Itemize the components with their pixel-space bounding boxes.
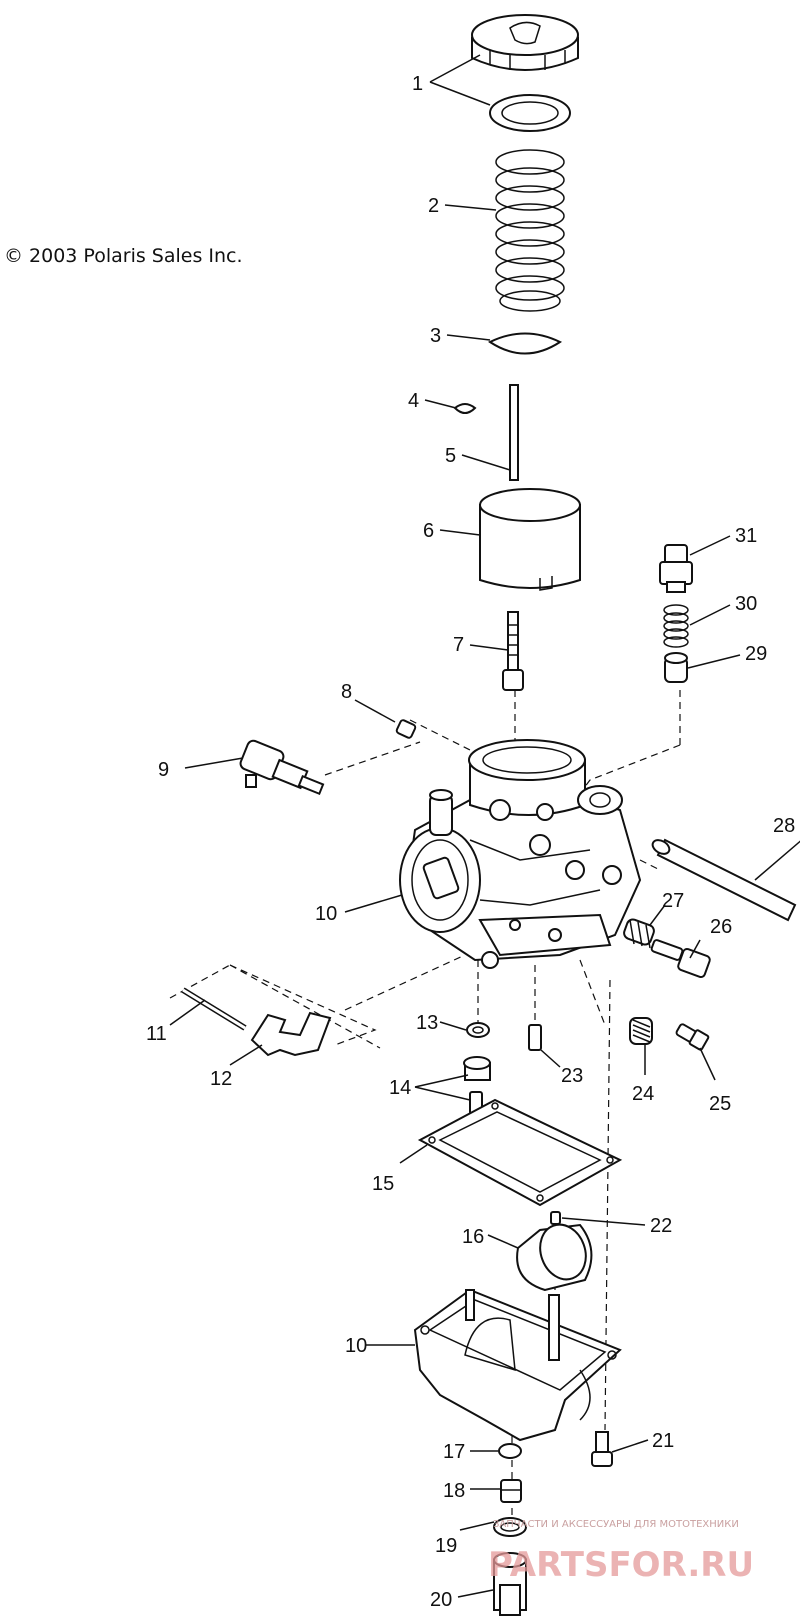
callout-22: 22 — [650, 1215, 672, 1237]
part-screw-21 — [591, 1431, 613, 1467]
callout-20: 20 — [430, 1589, 452, 1611]
callout-16: 16 — [462, 1226, 484, 1248]
part-retainer-plate — [487, 332, 563, 355]
part-clip — [453, 403, 477, 414]
part-float — [516, 1223, 593, 1292]
callout-15: 15 — [372, 1173, 394, 1195]
callout-24: 24 — [632, 1083, 654, 1105]
part-gasket — [417, 1098, 623, 1207]
callout-1: 1 — [412, 73, 423, 95]
watermark-brand: PARTSFOR.RU — [488, 1545, 754, 1585]
callout-10-bowl: 10 — [345, 1335, 367, 1357]
callout-5: 5 — [445, 445, 456, 467]
part-spring — [495, 149, 565, 312]
callout-14: 14 — [389, 1077, 411, 1099]
part-washer-13 — [466, 1022, 490, 1038]
callout-4: 4 — [408, 390, 419, 412]
part-choke-plunger — [239, 739, 325, 796]
part-carburetor-body — [399, 739, 642, 969]
part-pilot-jet-23 — [528, 1024, 542, 1051]
callout-12: 12 — [210, 1068, 232, 1090]
callout-31: 31 — [735, 525, 757, 547]
callout-11: 11 — [146, 1023, 167, 1045]
callout-25: 25 — [709, 1093, 731, 1115]
part-cap-29 — [664, 652, 688, 683]
part-drain-plug-18 — [500, 1479, 522, 1503]
callout-29: 29 — [745, 643, 767, 665]
copyright-text: © 2003 Polaris Sales Inc. — [4, 245, 243, 267]
part-throttle-slide — [479, 488, 581, 591]
part-spring-24 — [629, 1017, 653, 1045]
part-needle-valve-22 — [550, 1211, 561, 1225]
callout-27: 27 — [662, 890, 684, 912]
callout-18: 18 — [443, 1480, 465, 1502]
part-fitting-20 — [493, 1552, 527, 1616]
part-washer-17 — [498, 1443, 522, 1459]
callout-30: 30 — [735, 593, 757, 615]
callout-19: 19 — [435, 1535, 457, 1557]
watermark: ЗАПЧАСТИ И АКСЕССУАРЫ ДЛЯ МОТОТЕХНИКИ PA… — [488, 1519, 754, 1585]
part-screw-25 — [675, 1023, 710, 1051]
part-cap — [471, 14, 579, 71]
part-o-ring-19 — [493, 1517, 527, 1537]
part-float-bowl — [413, 1288, 622, 1442]
callout-23: 23 — [561, 1065, 583, 1087]
callout-13: 13 — [416, 1012, 438, 1034]
part-plug — [395, 719, 417, 739]
part-spring-27 — [623, 918, 655, 949]
part-air-screw-26 — [650, 939, 711, 978]
callout-3: 3 — [430, 325, 441, 347]
leader-lines — [169, 54, 800, 1598]
callout-9: 9 — [158, 759, 169, 781]
callout-10: 10 — [315, 903, 337, 925]
part-tube-28 — [651, 838, 797, 922]
callout-26: 26 — [710, 916, 732, 938]
callout-6: 6 — [423, 520, 434, 542]
callout-28: 28 — [773, 815, 795, 837]
callout-21: 21 — [652, 1430, 674, 1452]
callout-2: 2 — [428, 195, 439, 217]
callout-7: 7 — [453, 634, 464, 656]
callout-17: 17 — [443, 1441, 465, 1463]
part-float-pin-bracket — [181, 987, 332, 1057]
callout-8: 8 — [341, 681, 352, 703]
part-ring — [489, 94, 571, 132]
callout-labels: 1 2 3 4 5 6 7 8 9 10 10 11 12 13 14 15 1… — [146, 73, 795, 1611]
part-needle — [509, 384, 519, 481]
watermark-tagline: ЗАПЧАСТИ И АКСЕССУАРЫ ДЛЯ МОТОТЕХНИКИ — [493, 1519, 739, 1530]
part-adjuster-31 — [659, 544, 693, 593]
part-spring-30 — [663, 604, 689, 648]
part-jet-screw — [502, 611, 524, 691]
